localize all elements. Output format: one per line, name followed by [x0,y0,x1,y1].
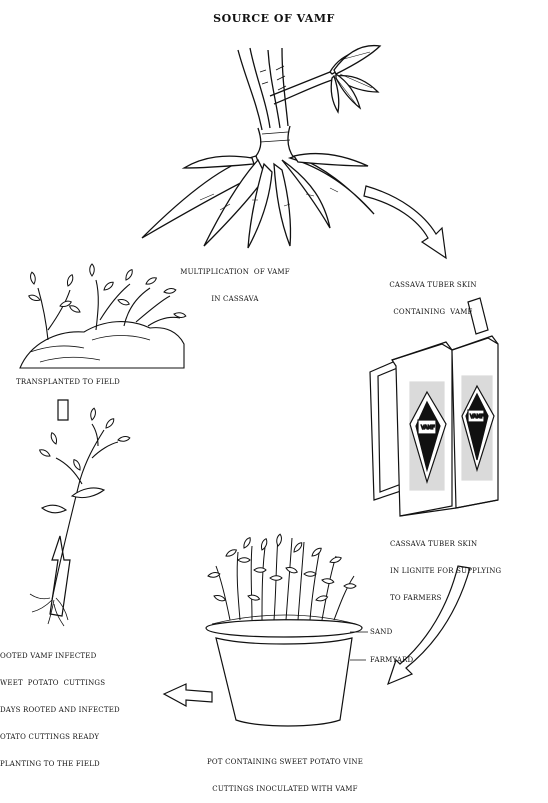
diagram-title: SOURCE OF VAMF [0,12,548,25]
cassava-plant-illustration [142,46,380,248]
label-lignite: CASSAVA TUBER SKIN IN LIGNITE FOR SUPPLY… [390,522,546,612]
label-sand: SAND [370,628,392,637]
rooted-cutting-illustration [30,408,130,626]
field-plants-illustration [20,264,186,368]
label-transplanted: TRANSPLANTED TO FIELD [16,378,120,387]
svg-text:VAMF: VAMF [470,414,484,420]
svg-text:VAMF: VAMF [421,425,435,431]
label-tuber-skin: CASSAVA TUBER SKIN CONTAINING VAMF [368,263,498,326]
label-multiplication: MULTIPLICATION OF VAMF IN CASSAVA [170,250,300,313]
label-rooted-cuttings: OOTED VAMF INFECTED WEET POTATO CUTTINGS… [0,634,170,778]
label-farmyard: FARMYARD [370,656,413,665]
label-pot: POT CONTAINING SWEET POTATO VINE CUTTING… [170,740,400,803]
pot-illustration [206,534,368,726]
lignite-package-illustration: VAMF VAMF [370,336,498,516]
